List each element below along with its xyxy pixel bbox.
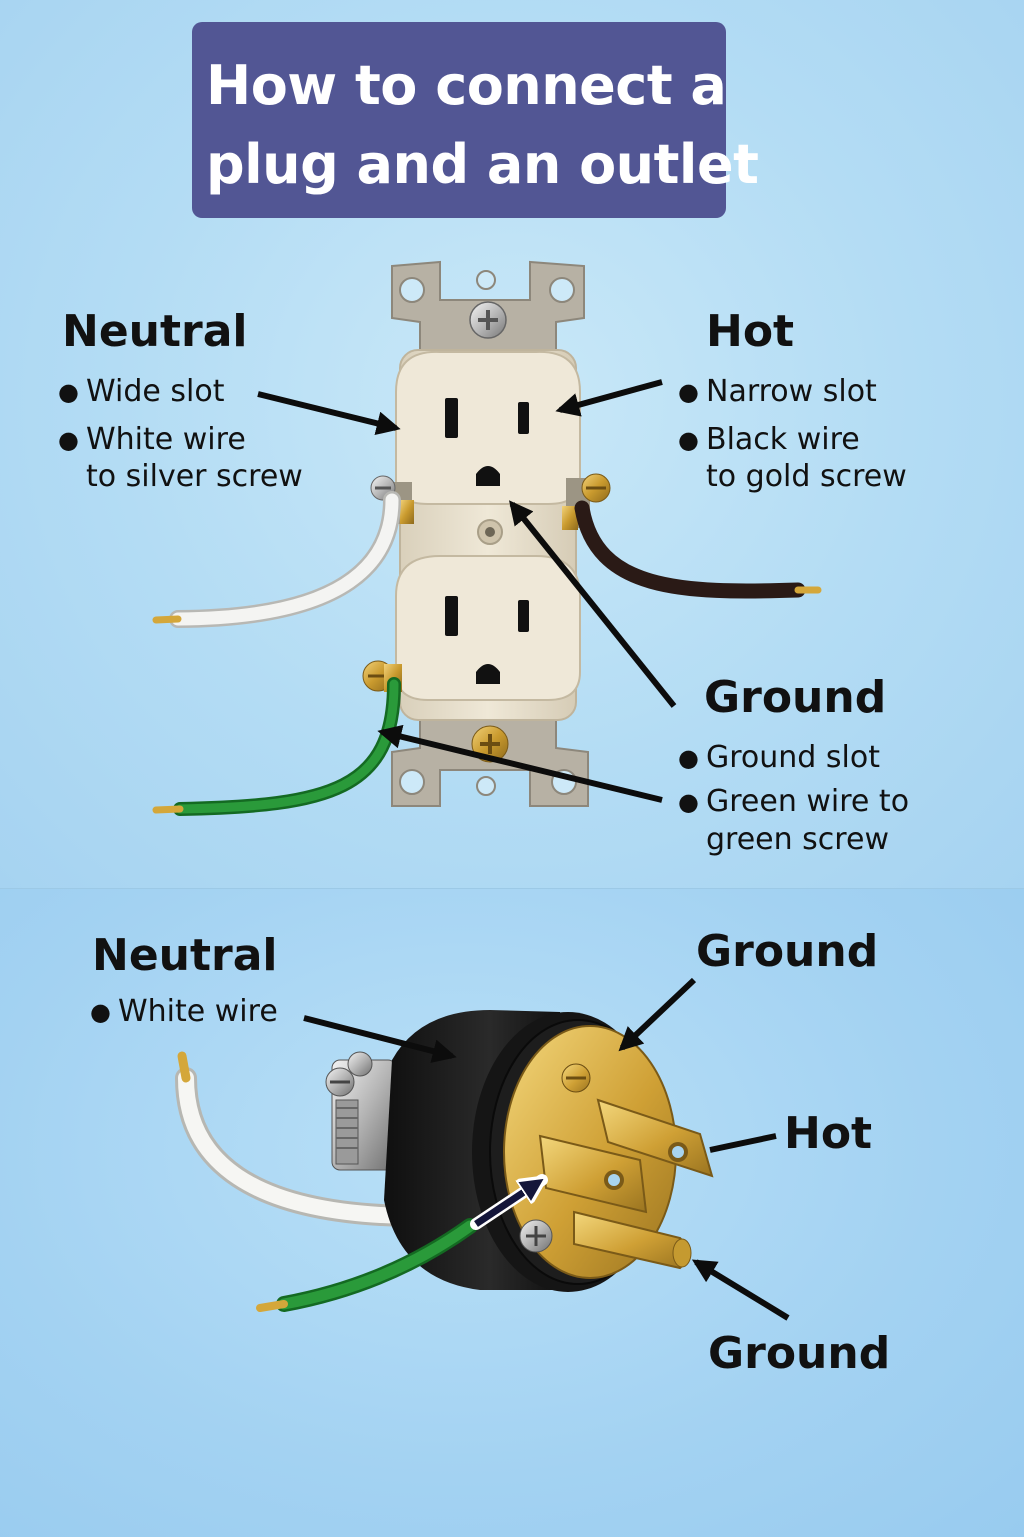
outlet-hot-bullet-1: Narrow slot <box>678 374 877 410</box>
outlet-ground-bullet-2-cont: green screw <box>706 822 889 857</box>
outlet-ground-heading: Ground <box>704 672 887 723</box>
outlet-hot-heading: Hot <box>706 306 795 357</box>
mounting-strap <box>391 260 589 807</box>
outlet-neutral-bullet-2: White wire <box>58 422 246 458</box>
arrow-neutral <box>257 391 401 436</box>
title-banner: How to connect a plug and an outlet <box>192 22 759 218</box>
plug-neutral-heading: Neutral <box>92 930 278 981</box>
green-wire <box>152 677 401 816</box>
white-wire <box>152 491 401 628</box>
plug-panel <box>0 888 1024 1537</box>
plug-hot-heading: Hot <box>784 1108 873 1159</box>
plug-neutral-bullet-1: White wire <box>90 994 278 1030</box>
outlet-ground-bullet-1: Ground slot <box>678 740 880 776</box>
black-wire <box>574 500 822 599</box>
outlet-body <box>395 349 581 721</box>
outlet-neutral-heading: Neutral <box>62 306 248 357</box>
outlet-ground-bullet-2: Green wire to <box>678 784 909 820</box>
arrow-ground-slot <box>508 500 677 708</box>
neutral-slot-wide <box>445 398 458 438</box>
strap-screw-icon <box>469 301 507 339</box>
hot-slot-narrow <box>518 402 529 434</box>
title-line-1: How to connect a <box>206 54 727 117</box>
outlet-illustration <box>152 260 822 816</box>
bottom-receptacle <box>445 596 529 684</box>
arrow-hot <box>555 379 663 417</box>
ground-slot <box>476 466 500 486</box>
outlet-arrows <box>257 379 677 803</box>
top-receptacle <box>445 398 529 486</box>
plug-ground-bottom-heading: Ground <box>708 1328 891 1379</box>
arrow-green-screw <box>377 724 663 803</box>
outlet-neutral-bullet-2-cont: to silver screw <box>86 459 303 494</box>
outlet-neutral-bullet-1: Wide slot <box>58 374 225 410</box>
plug-ground-top-heading: Ground <box>696 926 879 977</box>
outlet-hot-bullet-2: Black wire <box>678 422 860 458</box>
outlet-hot-bullet-2-cont: to gold screw <box>706 459 907 494</box>
title-line-2: plug and an outlet <box>206 133 759 196</box>
